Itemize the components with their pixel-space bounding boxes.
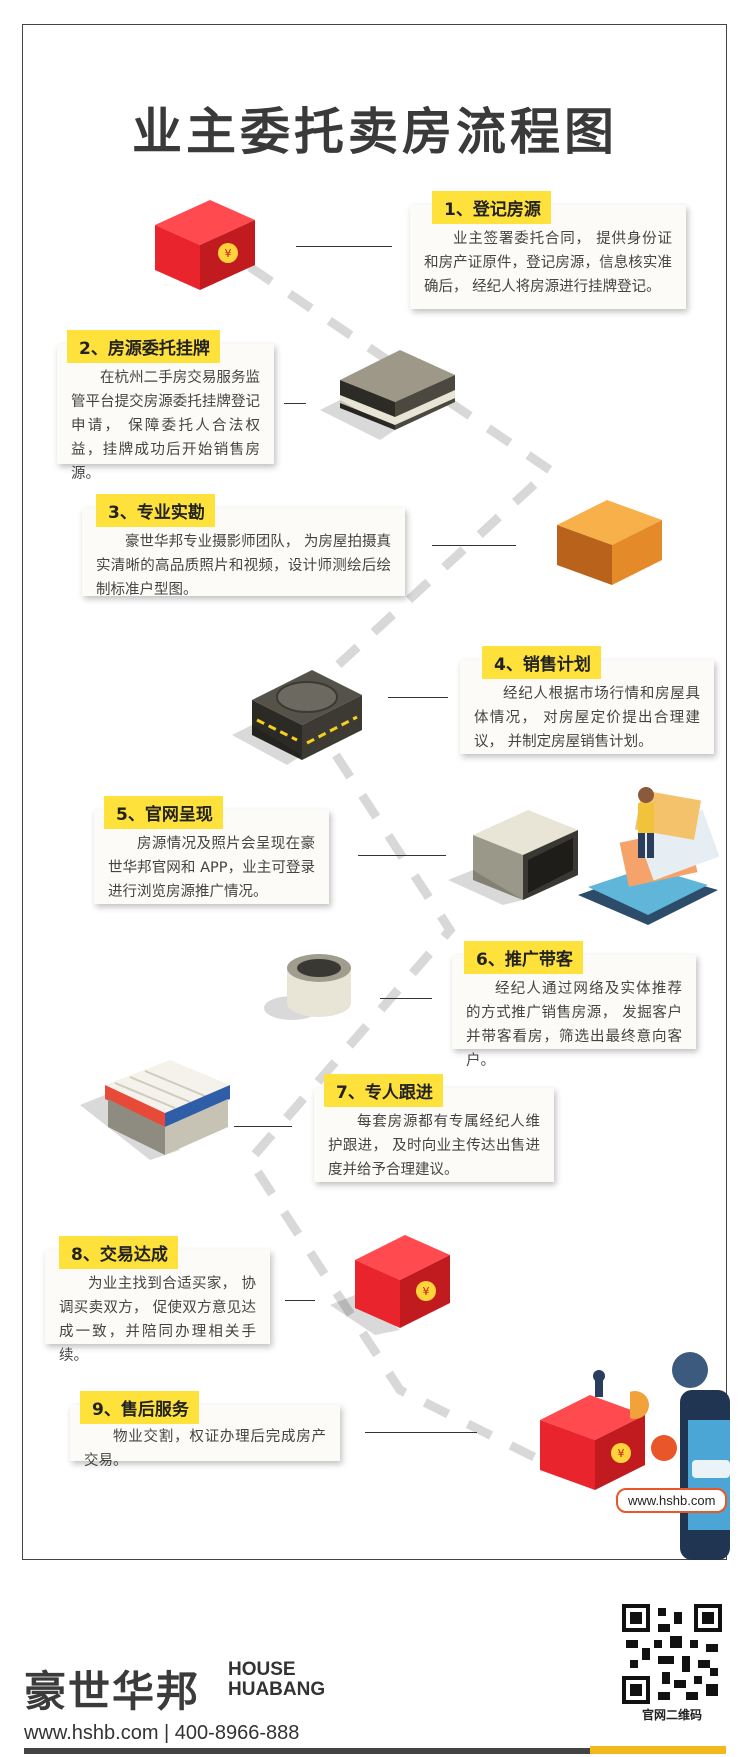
brand-english: HOUSE HUABANG	[228, 1660, 325, 1700]
website-chip: www.hshb.com	[616, 1488, 728, 1513]
step-text: 豪世华邦专业摄影师团队， 为房屋拍摄真实清晰的高品质照片和视频，设计师测绘后绘制…	[96, 534, 391, 598]
step-label: 2、房源委托挂牌	[67, 330, 220, 363]
qr-label: 官网二维码	[641, 1708, 702, 1722]
step-label: 4、销售计划	[482, 646, 601, 679]
step-text: 在杭州二手房交易服务监管平台提交房源委托挂牌登记申请， 保障委托人合法权益，挂牌…	[71, 370, 260, 482]
step-card: 6、推广带客 经纪人通过网络及实体推荐的方式推广销售房源， 发掘客户并带客看房，…	[452, 941, 696, 1069]
footer-bar	[24, 1748, 726, 1754]
brand-logo: 豪世华邦	[24, 1658, 200, 1719]
open-box-icon	[448, 805, 578, 905]
phone-device-icon	[630, 1350, 730, 1560]
step-card: 4、销售计划 经纪人根据市场行情和房屋具体情况， 对房屋定价提出合理建议， 并制…	[460, 646, 714, 754]
page-title: 业主委托卖房流程图	[132, 103, 618, 161]
step-text: 每套房源都有专属经纪人维护跟进， 及时向业主传达出售进度并给予合理建议。	[328, 1114, 540, 1178]
cylinder-icon	[262, 948, 362, 1028]
store-building-icon	[80, 1055, 240, 1165]
svg-text:¥: ¥	[423, 1285, 430, 1298]
connector-line	[296, 246, 392, 247]
step-card: 5、官网呈现 房源情况及照片会呈现在豪世华邦官网和 APP，业主可登录进行浏览房…	[94, 796, 329, 904]
step-label: 9、售后服务	[80, 1391, 199, 1424]
dark-box-icon	[232, 655, 372, 765]
step-text: 经纪人根据市场行情和房屋具体情况， 对房屋定价提出合理建议， 并制定房屋销售计划…	[474, 686, 700, 750]
svg-text:¥: ¥	[618, 1447, 625, 1460]
step-card: 7、专人跟进 每套房源都有专属经纪人维护跟进， 及时向业主传达出售进度并给予合理…	[314, 1074, 554, 1182]
step-card: 1、登记房源 业主签署委托合同， 提供身份证和房产证原件，登记房源，信息核实准确…	[410, 191, 686, 309]
connector-line	[234, 1126, 292, 1127]
step-card: 9、售后服务 物业交割，权证办理后完成房产交易。	[70, 1391, 340, 1469]
connector-line	[284, 403, 306, 404]
step-label: 1、登记房源	[432, 191, 551, 224]
step-label: 8、交易达成	[59, 1236, 178, 1269]
step-label: 3、专业实勘	[96, 494, 215, 527]
step-text: 房源情况及照片会呈现在豪世华邦官网和 APP，业主可登录进行浏览房源推广情况。	[108, 836, 315, 900]
phone-promo-icon	[568, 775, 728, 935]
step-label: 6、推广带客	[464, 941, 583, 974]
qr-code-icon[interactable]	[622, 1604, 722, 1704]
step-text: 业主签署委托合同， 提供身份证和房产证原件，登记房源，信息核实准确后， 经纪人将…	[424, 231, 672, 295]
brand-huabang: HUABANG	[228, 1679, 326, 1700]
svg-text:¥: ¥	[225, 247, 232, 260]
step-label: 5、官网呈现	[104, 796, 223, 829]
brand-house: HOUSE	[228, 1659, 296, 1680]
connector-line	[285, 1300, 315, 1301]
red-box-icon: ¥	[150, 195, 260, 295]
brand-name: 豪世华邦	[24, 1668, 201, 1715]
red-box-final-icon: ¥	[535, 1370, 655, 1500]
footer-bar-accent	[590, 1746, 726, 1754]
connector-line	[432, 545, 516, 546]
connector-line	[380, 998, 432, 999]
connector-line	[365, 1432, 477, 1433]
connector-line	[388, 697, 448, 698]
step-text: 物业交割，权证办理后完成房产交易。	[84, 1429, 326, 1469]
orange-box-icon	[552, 490, 672, 590]
step-label: 7、专人跟进	[324, 1074, 443, 1107]
step-card: 3、专业实勘 豪世华邦专业摄影师团队， 为房屋拍摄真实清晰的高品质照片和视频，设…	[82, 494, 405, 598]
step-card: 2、房源委托挂牌 在杭州二手房交易服务监管平台提交房源委托挂牌登记申请， 保障委…	[57, 330, 274, 482]
red-box-icon: ¥	[330, 1230, 455, 1335]
contact-info: www.hshb.com | 400-8966-888	[24, 1722, 300, 1744]
connector-line	[358, 855, 446, 856]
step-text: 经纪人通过网络及实体推荐的方式推广销售房源， 发掘客户并带客看房，筛选出最终意向…	[466, 981, 682, 1069]
grey-box-icon	[320, 340, 460, 440]
step-text: 为业主找到合适买家， 协调买卖双方， 促使双方意见达成一致，并陪同办理相关手续。	[59, 1276, 256, 1364]
step-card: 8、交易达成 为业主找到合适买家， 协调买卖双方， 促使双方意见达成一致，并陪同…	[45, 1236, 270, 1364]
